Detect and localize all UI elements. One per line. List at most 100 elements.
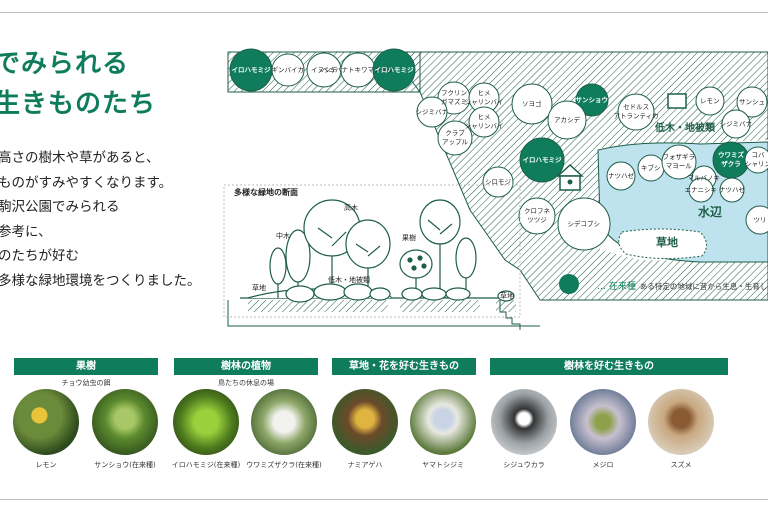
legend-label: 在来種 [608,282,636,292]
cross-section-illustration [240,199,516,312]
photo-mejiro [570,389,636,455]
photo-suzume [648,389,714,455]
tree-circle [557,197,611,251]
bottom-border [0,499,768,500]
tree-label: クロフネ ツツジ [524,207,550,224]
tree-circle [606,161,636,191]
tree-label: シデコブシ [567,219,601,228]
tree-label: フクリン ガマズミ [441,89,467,106]
section-box [223,184,521,318]
caption-uwamizu-zakura: ウワミズザクラ(在来種) [246,461,322,469]
intro-line: 多様な緑地環境をつくりました。 [0,272,201,289]
caption-sansho: サンショウ(在来種) [94,461,156,469]
tree-circle [519,137,565,183]
tree-label: ナツハゼ [608,171,634,180]
tree-circle [511,83,553,125]
tree-circle [416,96,448,128]
tree-label: コバ シャリン [745,151,768,168]
tree-label: イロハモミジ [231,65,271,74]
tree-label: シジミバナ [415,107,449,116]
tree-label: イロハモミジ [374,65,414,74]
tree-label: セドルス アトランティカ [613,103,659,120]
tree-label: シジミバナ [719,119,753,128]
caption-lemon: レモン [35,461,57,469]
tree-label: ヒメ シャリンバイ [464,113,504,130]
tree-circle [745,205,768,235]
tree-circle [437,120,473,156]
tree-label: フォザギラ マヨール [662,153,696,170]
photo-namiageha [332,389,398,455]
tree-label: レモン [700,96,720,105]
tree-circle [372,48,416,92]
section-label-high: 高木 [344,204,358,212]
tree-circle [468,106,500,138]
intro-line: 高さの樹木や草があると、 [0,150,160,166]
category-grass-creatures: 草地・花を好む生きもの [332,358,476,375]
caption-shijukara: シジュウカラ [503,461,545,469]
birdhouse-icon [556,163,584,191]
tree-circle [695,86,725,116]
zone-water-label: 水辺 [698,205,723,219]
category-woodland-plants-sub: 鳥たちの休息の場 [218,379,274,387]
tree-label: サンシュ [739,97,765,106]
section-label-low: 低木・地被類 [328,276,370,284]
tree-label: ウワミズ ザクラ [718,151,744,168]
caption-mejiro: メジロ [592,461,614,469]
photo-shijukara [491,389,557,455]
tree-label: キブシ [641,163,661,172]
section-label-mid: 中木 [276,232,290,240]
category-fruit: 果樹 [14,358,158,375]
tree-label: アカシデ [554,115,580,124]
tree-circle [736,86,768,118]
caption-suzume: スズメ [670,461,692,469]
section-title: 多様な緑地の断面 [232,188,300,197]
tree-label: ギンバイカ [271,65,305,74]
tree-circle [271,53,305,87]
category-woodland-creatures: 樹林を好む生きもの [490,358,728,375]
tree-label: ソヨゴ [522,99,542,108]
category-fruit-sub: チョウ幼虫の餌 [61,379,111,387]
tree-circle [661,144,697,180]
intro-line: のたちが好む [0,248,79,264]
tree-label: エナニシキ [684,185,718,194]
tree-circle [688,177,714,203]
intro-line: 駒沢公園でみられる [0,199,120,215]
photo-lemon [13,389,79,455]
caption-namiageha: ナミアゲハ [347,461,383,469]
tree-circle [719,177,745,203]
tree-circle [518,197,556,235]
tree-circle [482,166,514,198]
grass-area [618,228,707,260]
top-border [0,12,768,13]
title-line-1: でみられる [0,49,130,79]
section-label-grass: 草地 [500,292,514,300]
caption-yamato-shijimi: ヤマトシジミ [422,461,464,469]
section-label-fruit: 果樹 [402,234,416,242]
caption-iroha-momiji: イロハモミジ(在来種) [171,461,241,469]
tree-circle [721,109,751,139]
tree-label: シロモジ [485,177,511,186]
tree-label: クラブ アップル [442,129,468,146]
tree-label: ヒメ シャリンバイ [464,89,504,106]
category-woodland-plants: 樹林の植物 [174,358,318,375]
tree-label: ナツハゼ [719,185,745,194]
tree-circle [575,83,609,117]
legend-desc: ある特定の地域に昔から生息・生育している動植 [639,282,768,291]
intro-line: 参考に、 [0,223,52,240]
tree-label: ベニバナトキワマンサク [322,65,394,74]
photo-sansho [92,389,158,455]
tree-label: サンショウ [575,95,609,104]
legend-dot [559,274,579,294]
photo-yamato-shijimi [410,389,476,455]
photo-uwamizu-zakura [251,389,317,455]
section-label-grass: 草地 [252,284,266,292]
title-line-2: 生きものたち [0,89,157,119]
tree-circle [744,146,768,174]
tree-circle [547,100,587,140]
tree-label: マルバノキ [687,173,721,182]
tree-label: ツリ [753,215,767,224]
intro-line: ものがすみやすくなります。 [0,174,173,191]
photo-iroha-momiji [173,389,239,455]
